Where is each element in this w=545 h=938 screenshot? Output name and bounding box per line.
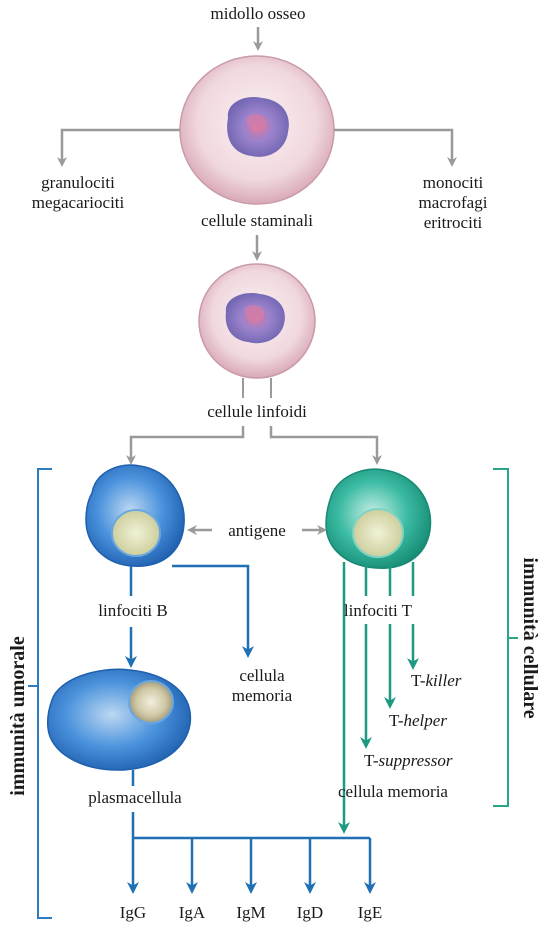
plasma-cell-label: plasmacellula: [88, 788, 182, 807]
memory-cell-label-1: cellula: [239, 666, 285, 685]
arrow-b-to-memory: [172, 564, 254, 658]
stem-cell: [179, 55, 335, 205]
granulocytes-label: granulociti: [41, 173, 115, 192]
antibody-label-iga: IgA: [179, 903, 206, 922]
lymphoid-cells-label: cellule linfoidi: [207, 402, 307, 421]
t-suppressor-label: T-suppressor: [364, 751, 453, 770]
lymphoid-cell: [198, 263, 316, 379]
t-lymphocyte-cell: [325, 468, 432, 569]
plasma-cell-nucleus: [128, 680, 174, 724]
cellular-bracket: [493, 468, 509, 807]
humoral-immunity-label: immunità umorale: [7, 636, 29, 796]
antibody-labels: IgG IgA IgM IgD IgE: [120, 903, 383, 922]
arrow-lymphoid-to-t: [269, 426, 382, 465]
memory-cell-label-2: memoria: [232, 686, 293, 705]
antibody-label-igm: IgM: [236, 903, 265, 922]
t-memory-label: cellula memoria: [338, 782, 448, 801]
erythrocytes-label: eritrociti: [424, 213, 483, 232]
plasma-cell: [47, 668, 192, 771]
cellular-immunity-label: immunità cellulare: [519, 557, 541, 718]
arrow-lymphoid-to-b: [126, 426, 245, 465]
bone-marrow-label: midollo osseo: [211, 4, 306, 23]
b-lymphocyte-nucleus: [111, 509, 161, 557]
t-killer-label: T-killer: [411, 671, 462, 690]
humoral-bracket: [37, 468, 52, 919]
t-helper-label: T-helper: [389, 711, 447, 730]
megakaryocytes-label: megacariociti: [32, 193, 125, 212]
b-lymphocyte-cell: [85, 464, 185, 567]
antibody-label-igd: IgD: [297, 903, 323, 922]
b-lymphocytes-label: linfociti B: [98, 601, 167, 620]
antigen-label: antigene: [228, 521, 286, 540]
t-lymphocytes-label: linfociti T: [344, 601, 413, 620]
stem-cells-label: cellule staminali: [201, 211, 313, 230]
macrophages-label: macrofagi: [419, 193, 488, 212]
t-lymphocyte-nucleus: [352, 508, 404, 558]
monocytes-label: monociti: [423, 173, 484, 192]
arrow-stem-to-granulocytes: [57, 128, 180, 167]
antibody-label-ige: IgE: [358, 903, 383, 922]
antibody-label-igg: IgG: [120, 903, 146, 922]
arrow-stem-to-monocytes: [334, 128, 457, 167]
